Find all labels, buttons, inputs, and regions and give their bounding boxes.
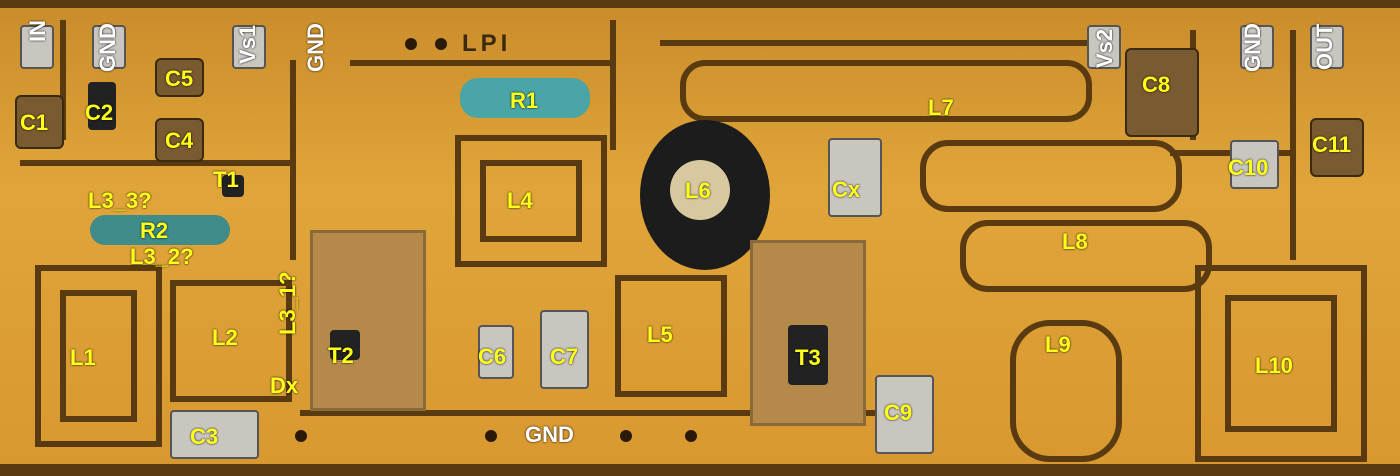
label-r2: R2	[140, 218, 169, 243]
label-c10: C10	[1228, 155, 1269, 180]
capacitor-c11	[1310, 118, 1364, 177]
capacitor-c9	[875, 375, 934, 454]
label-l2: L2	[212, 325, 238, 350]
meander-l7	[680, 60, 1092, 122]
label-c6: C6	[478, 344, 507, 369]
label-l6: L6	[685, 178, 711, 203]
gap	[660, 40, 1090, 46]
label-c8: C8	[1142, 72, 1171, 97]
meander-l8	[960, 220, 1212, 292]
pin-label-gnd-bottom: GND	[525, 422, 574, 447]
capacitor-c7	[540, 310, 589, 389]
label-c3: C3	[190, 424, 219, 449]
board-edge	[0, 0, 1400, 8]
label-l3-2: L3_2?	[130, 244, 194, 269]
label-l1: L1	[70, 345, 96, 370]
label-l3-1: L3_1?	[275, 271, 300, 335]
inductor-l6-center	[670, 160, 730, 220]
spiral-l4-inner	[480, 160, 582, 242]
pin-label-vs2: Vs2	[1092, 28, 1117, 68]
via-hole	[485, 430, 497, 442]
gap	[610, 20, 616, 150]
spiral-l5	[615, 275, 727, 397]
pin-label-gnd: GND	[95, 23, 120, 72]
gap	[290, 60, 296, 260]
capacitor-c8	[1125, 48, 1199, 137]
pin-label-vs1: Vs1	[235, 24, 260, 64]
label-r1: R1	[510, 88, 539, 113]
meander-l9	[1010, 320, 1122, 462]
capacitor-c6	[478, 325, 514, 379]
board-edge	[0, 464, 1400, 476]
capacitor-c4	[155, 118, 204, 162]
label-l8: L8	[1062, 229, 1088, 254]
label-c7: C7	[550, 344, 579, 369]
capacitor-c2	[88, 82, 116, 130]
spiral-l4	[455, 135, 607, 267]
capacitor-cx	[828, 138, 882, 217]
label-t3: T3	[795, 345, 821, 370]
via-hole	[295, 430, 307, 442]
label-c11: C11	[1312, 132, 1352, 157]
label-l10: L10	[1255, 353, 1293, 378]
label-c1: C1	[20, 110, 49, 135]
gap	[20, 160, 290, 166]
label-c2: C2	[85, 100, 114, 125]
gap	[1290, 30, 1296, 260]
capacitor-c10	[1230, 140, 1279, 189]
spiral-l10	[1195, 265, 1367, 462]
spiral-l1-inner	[60, 290, 137, 422]
pad-vs2	[1087, 25, 1121, 69]
label-l3-3: L3_3?	[88, 188, 152, 213]
label-l7: L7	[928, 95, 954, 120]
via-hole	[620, 430, 632, 442]
label-c5: C5	[165, 66, 194, 91]
resistor-r1	[460, 78, 590, 118]
capacitor-c5	[155, 58, 204, 97]
pad-gnd3	[1240, 25, 1274, 69]
pin-label-gnd: GND	[1240, 23, 1265, 72]
transistor-t3-die	[788, 325, 828, 385]
label-cx: Cx	[832, 177, 861, 202]
gap	[350, 60, 610, 66]
spiral-l2	[170, 280, 292, 402]
transistor-t1	[222, 175, 244, 197]
pin-label-in: IN	[25, 20, 50, 42]
transistor-t2-die	[330, 330, 360, 360]
spiral-l1	[35, 265, 162, 447]
via-hole	[685, 430, 697, 442]
silkscreen-logo: LPI	[462, 30, 512, 57]
pad-vs1	[232, 25, 266, 69]
label-dx: Dx	[270, 373, 299, 398]
resistor-r2	[90, 215, 230, 245]
via-hole	[405, 38, 417, 50]
label-t2: T2	[328, 343, 354, 368]
capacitor-c3	[170, 410, 259, 459]
via-hole	[435, 38, 447, 50]
pad-in	[20, 25, 54, 69]
pad-out	[1310, 25, 1344, 69]
meander-l7b	[920, 140, 1182, 212]
label-l9: L9	[1045, 332, 1071, 357]
pin-label-gnd: GND	[303, 23, 328, 72]
pad-gnd1	[92, 25, 126, 69]
gap	[300, 410, 920, 416]
label-t1: T1	[213, 167, 239, 192]
label-l4: L4	[507, 188, 533, 213]
pin-label-out: OUT	[1312, 23, 1337, 70]
label-c9: C9	[884, 400, 913, 425]
spiral-l10-inner	[1225, 295, 1337, 432]
gap	[60, 20, 66, 140]
label-l5: L5	[647, 322, 673, 347]
label-c4: C4	[165, 128, 194, 153]
transistor-t2-package	[310, 230, 426, 411]
capacitor-c1	[15, 95, 64, 149]
